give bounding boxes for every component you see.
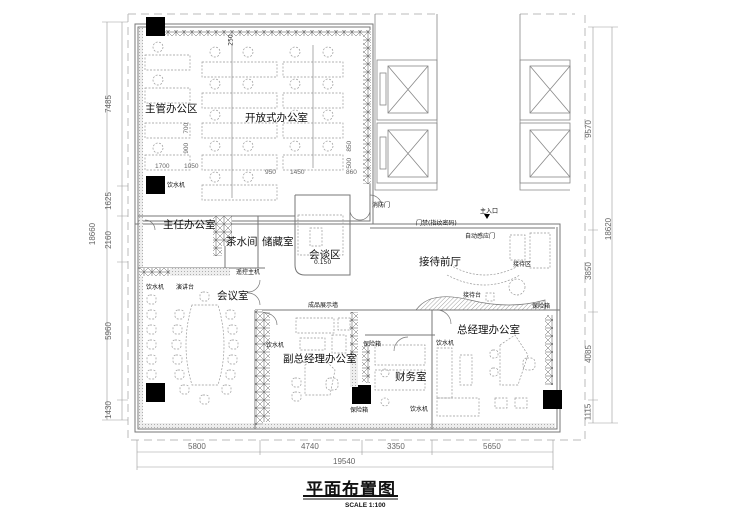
room-label-finance: 财务室 bbox=[395, 371, 427, 383]
dim-interior: 500 bbox=[346, 157, 354, 169]
room-label-supervisor-area: 主管办公区 bbox=[145, 103, 198, 115]
dim-left-total: 18660 bbox=[88, 222, 98, 246]
remote-host-label: 遥控主机 bbox=[236, 269, 261, 276]
dim-interior: 1450 bbox=[290, 169, 305, 176]
dim-bottom: 4740 bbox=[301, 442, 319, 451]
dim-left: 7485 bbox=[103, 95, 113, 113]
access-control-label: 门禁(指纹密码) bbox=[416, 220, 457, 227]
dim-interior: 1700 bbox=[155, 163, 170, 170]
main-entrance-label: 主入口 bbox=[480, 208, 499, 215]
dim-right: 1115 bbox=[583, 403, 593, 421]
dim-interior: 850 bbox=[346, 140, 354, 152]
dim-bottom: 3350 bbox=[387, 442, 405, 451]
product-display-label: 成品展示墙 bbox=[308, 302, 339, 309]
dim-interior: 860 bbox=[346, 169, 357, 176]
room-label-storage: 储藏室 bbox=[262, 236, 294, 248]
title-underline-secondary bbox=[303, 498, 398, 500]
room-label-conference: 会议室 bbox=[217, 290, 249, 302]
safe-label: 保险箱 bbox=[363, 341, 382, 348]
room-label-tea-room: 茶水间 bbox=[226, 236, 258, 248]
reception-desk-label: 接待台 bbox=[463, 292, 482, 299]
dim-interior: 900 bbox=[183, 142, 191, 154]
water-dispenser-label: 饮水机 bbox=[266, 342, 285, 349]
room-label-gm-office: 总经理办公室 bbox=[457, 324, 520, 336]
dim-right: 4085 bbox=[583, 345, 593, 363]
dim-interior: 950 bbox=[265, 169, 276, 176]
water-dispenser-label: 饮水机 bbox=[146, 284, 165, 291]
podium-label: 演讲台 bbox=[176, 284, 195, 291]
dim-right: 3850 bbox=[583, 262, 593, 280]
dim-bottom: 5800 bbox=[188, 442, 206, 451]
dim-interior-250: 250 bbox=[227, 34, 235, 46]
dim-left: 2160 bbox=[103, 231, 113, 249]
dim-left: 1430 bbox=[103, 401, 113, 419]
water-dispenser-label: 饮水机 bbox=[410, 406, 429, 413]
room-label-meeting-area: 会谈区 bbox=[309, 249, 341, 261]
drawing-scale: SCALE 1:100 bbox=[345, 502, 386, 509]
reception-area-label: 接待区 bbox=[513, 261, 532, 268]
room-label-director-office: 主任办公室 bbox=[163, 219, 216, 231]
dim-left: 1625 bbox=[103, 192, 113, 210]
dim-interior: 1050 bbox=[184, 163, 199, 170]
room-label-reception-hall: 接待前厅 bbox=[419, 256, 461, 268]
dim-interior: 700 bbox=[183, 122, 191, 134]
dim-bottom: 5650 bbox=[483, 442, 501, 451]
dim-right: 9570 bbox=[583, 120, 593, 138]
water-dispenser-label: 饮水机 bbox=[436, 340, 455, 347]
dim-bottom-total: 19540 bbox=[333, 457, 356, 466]
safe-label: 保险箱 bbox=[350, 407, 369, 414]
auto-door-label: 自动感应门 bbox=[465, 233, 496, 240]
title-underline bbox=[303, 495, 398, 497]
water-dispenser-label: 饮水机 bbox=[167, 182, 186, 189]
room-label-deputy-gm-office: 副总经理办公室 bbox=[283, 353, 357, 365]
dim-right-total: 18620 bbox=[604, 217, 614, 241]
fire-door-label: 消防门 bbox=[372, 202, 391, 209]
level-mark: 0.150 bbox=[314, 259, 332, 266]
room-label-open-office: 开放式办公室 bbox=[245, 112, 308, 124]
dim-left: 5960 bbox=[103, 322, 113, 340]
safe-label: 保险箱 bbox=[532, 303, 551, 310]
